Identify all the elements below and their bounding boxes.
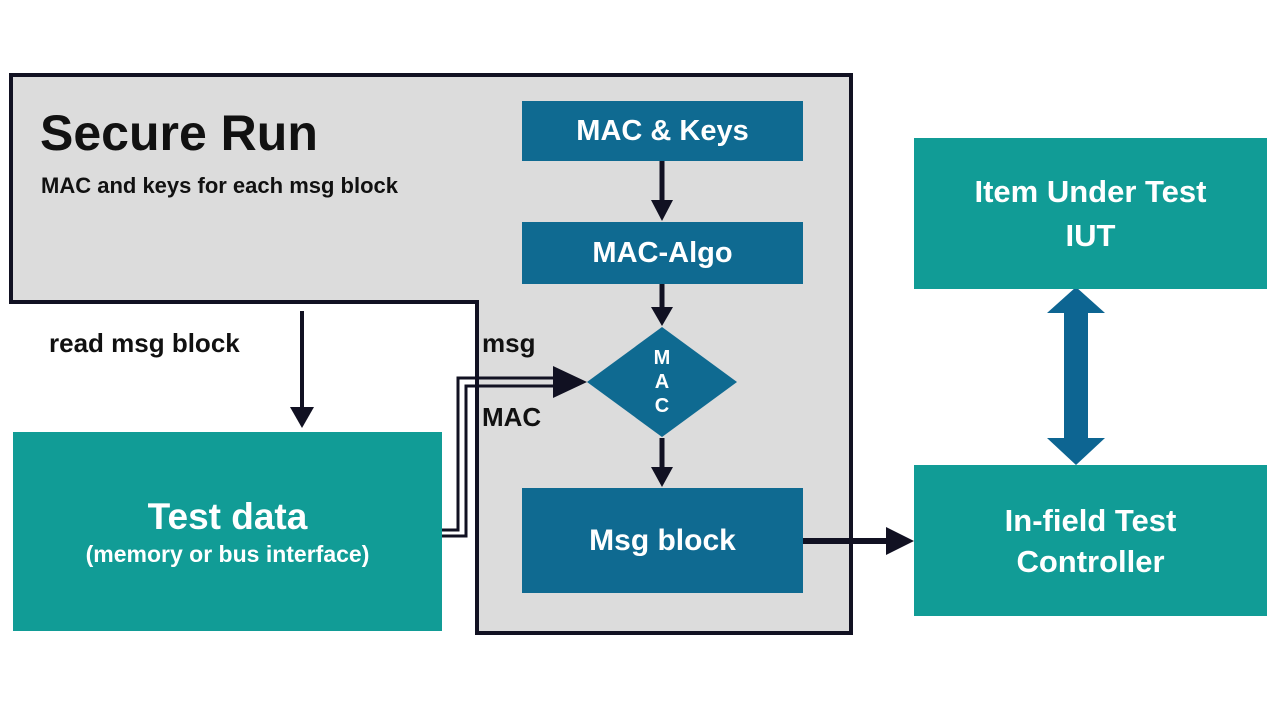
mac-letter-a: A <box>654 371 670 393</box>
algo-to-mac-head <box>651 307 673 326</box>
test-controller-block: In-field Test Controller <box>914 465 1267 616</box>
secure-run-subtitle: MAC and keys for each msg block <box>41 173 398 198</box>
msg-block-label: Msg block <box>589 523 736 557</box>
mac-label: MAC <box>482 402 542 432</box>
msg-arrow-head <box>553 366 587 398</box>
read-msg-block-label: read msg block <box>49 328 240 358</box>
read-msg-arrow-head <box>290 407 314 428</box>
bidirectional-arrow <box>1047 287 1105 465</box>
test-data-block: Test data (memory or bus interface) <box>13 432 442 631</box>
controller-line2: Controller <box>1016 543 1165 579</box>
mac-keys-label: MAC & Keys <box>576 114 749 147</box>
mac-diamond-label: M A C <box>647 346 677 418</box>
secure-run-title: Secure Run <box>40 105 318 161</box>
msg-connector-outer <box>442 376 560 532</box>
controller-line1: In-field Test <box>1004 502 1177 538</box>
iut-line2: IUT <box>1065 217 1116 253</box>
test-data-subtitle: (memory or bus interface) <box>85 540 370 567</box>
mac-letter-c: C <box>654 395 670 417</box>
mac-to-msg-head <box>651 467 673 487</box>
iut-block: Item Under Test IUT <box>914 138 1267 289</box>
mac-keys-block: MAC & Keys <box>522 101 803 161</box>
mac-diamond <box>587 327 737 437</box>
msg-to-controller-head <box>886 527 914 555</box>
iut-line1: Item Under Test <box>974 173 1207 209</box>
msg-label: msg <box>482 328 536 358</box>
mac-algo-label: MAC-Algo <box>592 236 733 269</box>
msg-block: Msg block <box>522 488 803 593</box>
mac-letter-m: M <box>653 347 671 369</box>
msg-connector-inner <box>442 384 560 538</box>
keys-to-algo-head <box>651 200 673 221</box>
test-data-title: Test data <box>147 495 308 537</box>
mac-algo-block: MAC-Algo <box>522 222 803 284</box>
